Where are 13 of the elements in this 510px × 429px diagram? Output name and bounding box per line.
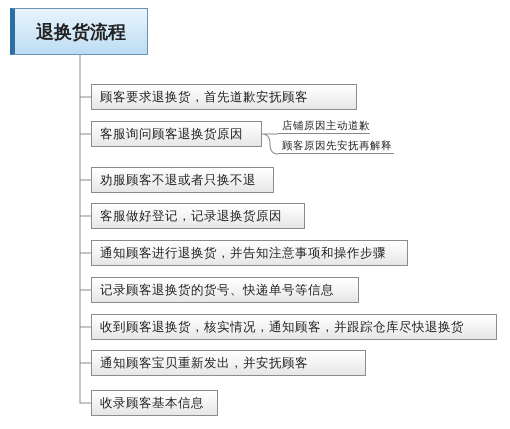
branch-line	[262, 134, 278, 154]
step-box: 记录顾客退换货的货号、快递单号等信息	[91, 277, 359, 303]
step-box: 通知顾客进行退换货，并告知注意事项和操作步骤	[91, 240, 408, 266]
step-box: 顾客要求退换货，首先道歉安抚顾客	[91, 84, 357, 110]
branch-text: 店铺原因主动道歉	[278, 118, 370, 134]
step-box: 劝服顾客不退或者只换不退	[91, 167, 274, 193]
title-box: 退换货流程	[10, 8, 148, 55]
step-box: 收录顾客基本信息	[91, 390, 218, 416]
step-box: 客服询问顾客退换货原因	[91, 121, 262, 147]
step-box: 客服做好登记，记录退换货原因	[91, 203, 305, 229]
branch-text: 顾客原因先安抚再解释	[278, 138, 394, 154]
step-box: 收到顾客退换货，核实情况，通知顾客，并跟踪仓库尽快退换货	[91, 314, 497, 340]
step-box: 通知顾客宝贝重新发出，并安抚顾客	[91, 350, 366, 376]
